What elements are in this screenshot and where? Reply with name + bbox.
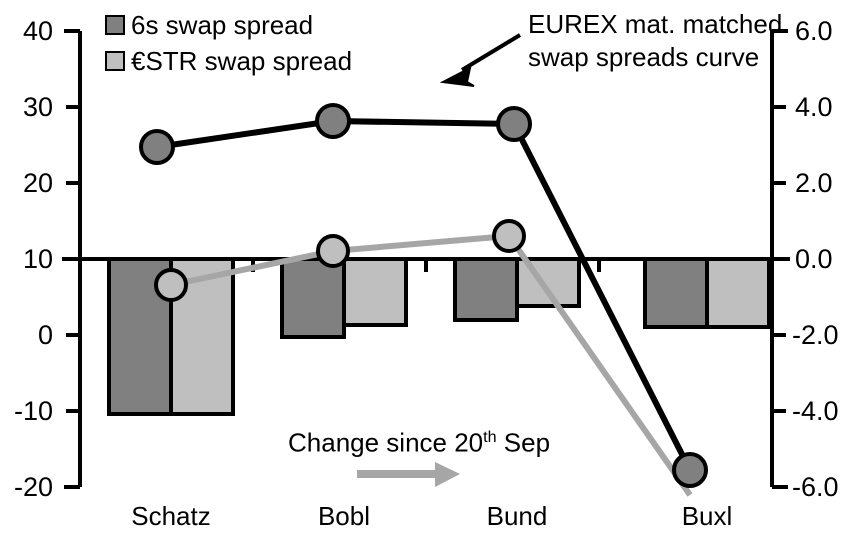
line-change-since-sep bbox=[170, 233, 693, 497]
legend-label-6s: 6s swap spread bbox=[131, 10, 314, 40]
annotation-change-since-sep: Change since 20th Sep bbox=[288, 428, 550, 458]
right-tick-6: 6.0 bbox=[795, 16, 833, 46]
annotation-arrow-icon bbox=[439, 33, 522, 87]
bar-6s-bund bbox=[453, 257, 519, 322]
bar-6s-buxl bbox=[643, 257, 709, 329]
bar-6s-bobl bbox=[280, 257, 346, 339]
annotation-eurex-line2: swap spreads curve bbox=[528, 42, 760, 72]
annotation-eurex-line1: EUREX mat. matched bbox=[528, 9, 783, 39]
line-eurex-curve bbox=[156, 118, 693, 472]
right-tick-0: 0.0 bbox=[795, 244, 833, 274]
left-tick-30: 30 bbox=[22, 92, 53, 122]
annotation-change-pre: Change since 20 bbox=[288, 427, 484, 458]
right-axis bbox=[770, 29, 790, 489]
right-tick-m2: -2.0 bbox=[792, 320, 839, 350]
category-label-bobl: Bobl bbox=[317, 501, 371, 531]
bar-estr-bobl bbox=[342, 257, 408, 327]
category-label-buxl: Buxl bbox=[681, 501, 733, 531]
left-tick-40: 40 bbox=[22, 16, 53, 46]
annotation-change-sup: th bbox=[483, 428, 497, 446]
category-label-schatz: Schatz bbox=[131, 501, 211, 531]
left-tick-0: 0 bbox=[37, 320, 53, 350]
bar-estr-buxl bbox=[705, 257, 771, 329]
left-tick-m10: -10 bbox=[13, 396, 53, 426]
legend-label-estr: €STR swap spread bbox=[131, 46, 353, 76]
right-tick-2: 2.0 bbox=[795, 168, 833, 198]
markers-change-since-sep bbox=[154, 219, 526, 302]
right-tick-4: 4.0 bbox=[795, 92, 833, 122]
left-tick-20: 20 bbox=[22, 168, 53, 198]
change-arrow-icon bbox=[357, 462, 460, 487]
legend-item-estr-swap-spread: €STR swap spread bbox=[105, 48, 352, 74]
left-tick-m20: -20 bbox=[13, 472, 53, 502]
bar-estr-bund bbox=[515, 257, 581, 308]
annotation-change-post: Sep bbox=[496, 427, 551, 458]
category-label-bund: Bund bbox=[486, 501, 548, 531]
markers-eurex-curve bbox=[139, 103, 708, 488]
legend-item-6s-swap-spread: 6s swap spread bbox=[105, 12, 313, 38]
right-tick-m6: -6.0 bbox=[792, 472, 839, 502]
legend-swatch-estr bbox=[105, 51, 125, 71]
left-axis bbox=[62, 29, 82, 489]
left-tick-10: 10 bbox=[22, 244, 53, 274]
right-tick-m4: -4.0 bbox=[792, 396, 839, 426]
legend-swatch-6s bbox=[105, 15, 125, 35]
